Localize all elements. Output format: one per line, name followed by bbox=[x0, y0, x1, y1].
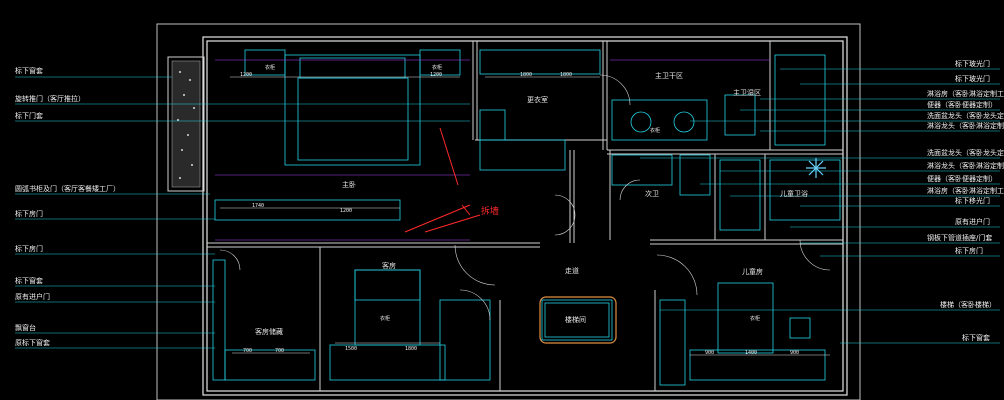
tag-nightstand-right: 衣柜 bbox=[432, 65, 443, 71]
leader-lines-right bbox=[640, 68, 1000, 344]
right-label-5: 洗面盆龙头（客卧龙头定制） bbox=[927, 112, 1004, 120]
room-corridor: 走道 bbox=[565, 267, 579, 275]
left-label-3: 标下门套 bbox=[15, 112, 43, 120]
outer-walls bbox=[202, 36, 848, 396]
dim-2: 1200 bbox=[240, 72, 253, 78]
right-label-8: 淋浴龙头（客卧淋浴定制） bbox=[927, 162, 1004, 170]
red-annotation-marks bbox=[404, 127, 481, 233]
dim-13: 900 bbox=[790, 350, 800, 356]
right-label-9: 便器（客卧便器定制） bbox=[927, 175, 997, 183]
structural-lines bbox=[215, 59, 770, 241]
left-label-10: 原标下窗套 bbox=[15, 339, 50, 347]
dim-10: 700 bbox=[275, 348, 285, 354]
dim-11: 900 bbox=[705, 350, 715, 356]
right-label-10: 淋浴房（客卧淋浴定制工厂） bbox=[927, 187, 1004, 195]
snowflake-icon bbox=[806, 158, 826, 178]
left-label-8: 原有进户门 bbox=[15, 293, 50, 301]
stair-rail bbox=[539, 296, 617, 344]
room-child-bath: 儿童卫浴 bbox=[780, 190, 808, 198]
right-label-12: 原有进户门 bbox=[955, 218, 990, 226]
left-label-7: 标下窗套 bbox=[15, 277, 43, 285]
right-label-15: 楼梯（客卧楼梯） bbox=[940, 301, 996, 309]
right-label-11: 标下移光门 bbox=[955, 197, 990, 205]
right-label-16: 标下窗套 bbox=[962, 334, 990, 342]
balcony bbox=[167, 56, 205, 192]
room-guest: 客房 bbox=[382, 262, 396, 270]
right-label-13: 钢板下管道插座/门套 bbox=[927, 234, 993, 242]
tag-child-bed: 衣柜 bbox=[750, 316, 761, 322]
right-label-1: 标下玻光门 bbox=[955, 60, 990, 68]
room-stair: 楼梯间 bbox=[565, 316, 586, 324]
furniture-fixtures bbox=[212, 49, 841, 386]
left-label-4: 圆弧书柜及门（客厅客餐矮工厂） bbox=[15, 185, 120, 193]
room-wet-zone: 主卫湿区 bbox=[733, 89, 761, 97]
dim-4: 1800 bbox=[520, 72, 533, 78]
left-label-2: 旋转推门（客厅推拉） bbox=[15, 95, 85, 103]
dimension-lines bbox=[220, 76, 830, 356]
interior-walls bbox=[207, 41, 843, 391]
tag-guest-bed: 衣柜 bbox=[380, 316, 391, 322]
right-label-2: 标下玻光门 bbox=[955, 75, 990, 83]
dim-3: 1200 bbox=[430, 72, 443, 78]
dim-12: 1400 bbox=[745, 350, 758, 356]
right-label-14: 标下房门 bbox=[955, 247, 983, 255]
dim-8: 1800 bbox=[405, 346, 418, 352]
dim-5: 1800 bbox=[560, 72, 573, 78]
left-label-9: 飘窗台 bbox=[15, 324, 36, 332]
tag-basin: 衣柜 bbox=[650, 128, 661, 134]
right-label-3: 淋浴房（客卧淋浴定制工厂） bbox=[927, 90, 1004, 98]
left-label-5: 标下房门 bbox=[15, 210, 43, 218]
room-child: 儿童房 bbox=[742, 268, 763, 276]
room-closet: 更衣室 bbox=[527, 96, 548, 104]
door-swings bbox=[219, 74, 831, 321]
room-guest-study: 客房储藏 bbox=[255, 328, 283, 336]
sheet-border bbox=[156, 23, 861, 400]
room-master: 主卧 bbox=[342, 181, 356, 189]
left-label-6: 标下房门 bbox=[15, 245, 43, 253]
right-label-7: 洗面盆龙头（客卧龙头定制） bbox=[927, 149, 1004, 157]
room-bath2: 次卫 bbox=[645, 190, 659, 198]
dim-1: 1200 bbox=[340, 208, 353, 214]
dim-7: 1500 bbox=[345, 346, 358, 352]
dim-6: 1740 bbox=[252, 203, 265, 209]
leader-lines-left bbox=[15, 76, 470, 349]
left-label-1: 标下窗套 bbox=[15, 67, 43, 75]
right-label-6: 淋浴龙头（客卧淋浴定制） bbox=[927, 122, 1004, 130]
right-label-4: 便器（客卧便器定制） bbox=[927, 101, 997, 109]
tag-nightstand-left: 衣柜 bbox=[265, 65, 276, 71]
annotation-demolish: 拆墙 bbox=[481, 207, 500, 217]
room-dry-zone: 主卫干区 bbox=[655, 72, 683, 80]
dim-9: 700 bbox=[243, 348, 253, 354]
